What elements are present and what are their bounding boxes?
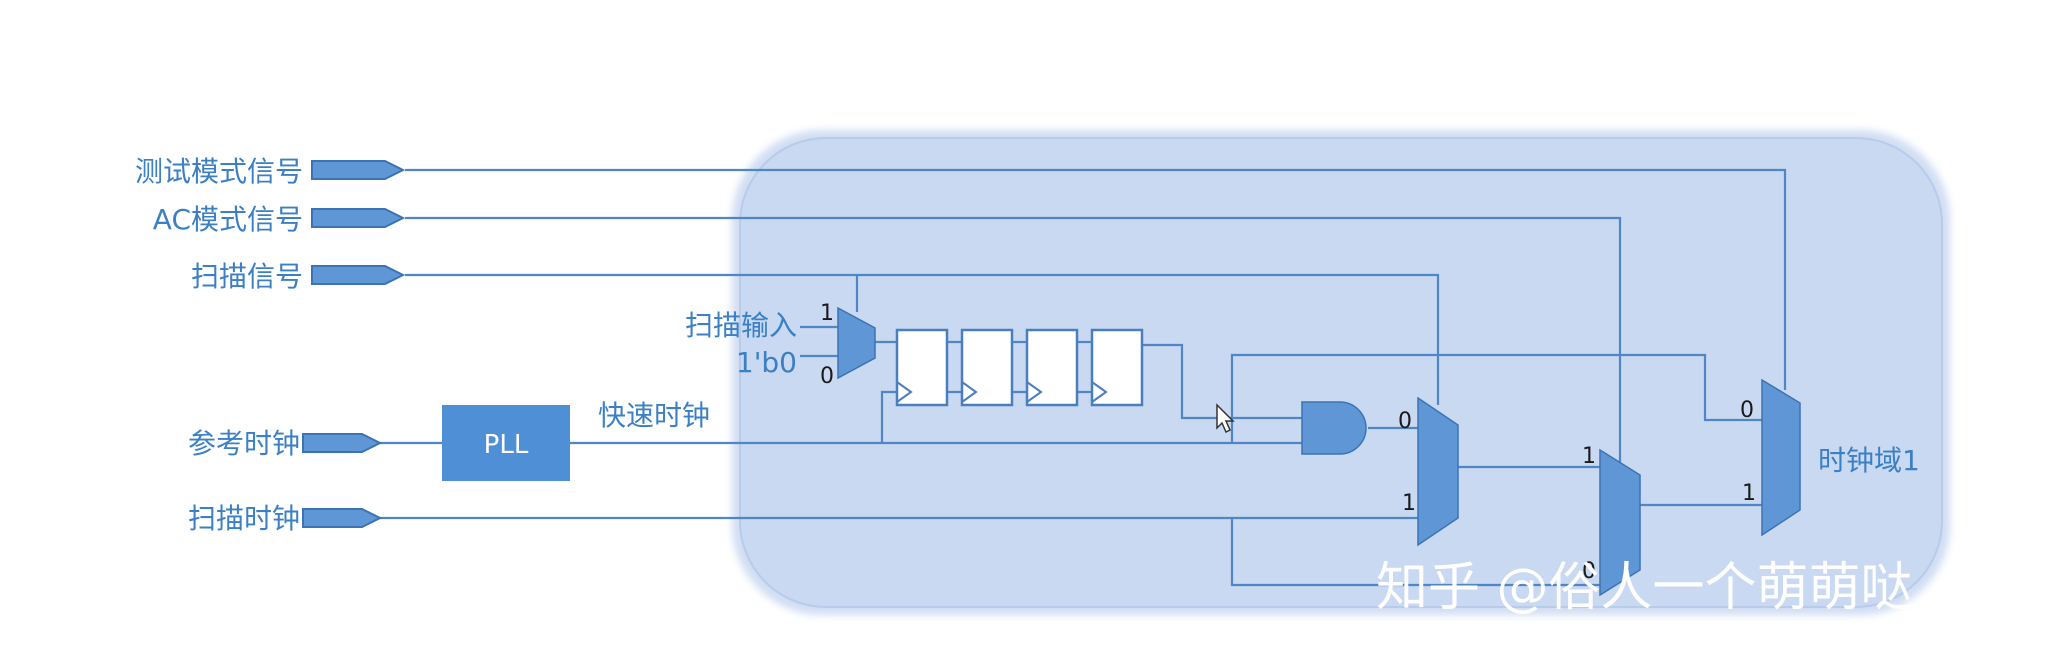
port-scan-clock [302,508,383,528]
label-test-mode: 测试模式信号 [135,155,303,188]
and-gate [1301,401,1367,455]
m2-pin-top: 0 [1398,409,1412,434]
flip-flop-4 [1090,328,1144,407]
flip-flop-2 [960,328,1014,407]
wires [380,168,1787,587]
m3-pin-top: 1 [1582,444,1596,469]
label-fast-clock: 快速时钟 [598,399,710,432]
port-ac-mode [311,208,406,228]
label-scan-enable: 扫描信号 [191,260,303,293]
label-ac-mode: AC模式信号 [153,203,303,236]
pll-label: PLL [484,430,529,460]
mouse-cursor-icon [1216,403,1235,434]
port-test-mode [311,160,406,180]
pll-block [442,405,570,481]
label-ref-clock: 参考时钟 [188,427,300,460]
label-scan-in: 扫描输入 [685,309,797,342]
label-scan-clock: 扫描时钟 [188,502,300,535]
flip-flop-3 [1025,328,1079,407]
m3-pin-bottom: 0 [1582,559,1596,584]
mux-2 [1417,396,1459,547]
m1-pin-bottom: 0 [820,364,834,389]
mux-3 [1599,448,1641,597]
flip-flop-1 [895,328,949,407]
m1-pin-top: 1 [820,301,834,326]
label-const-zero: 1'b0 [736,346,797,379]
m2-pin-bottom: 1 [1402,491,1416,516]
label-output-clock-domain: 时钟域1 [1818,444,1920,477]
m4-pin-top: 0 [1740,398,1754,423]
output-mux [1761,378,1801,537]
port-ref-clock [302,433,383,453]
watermark: 知乎 @俗人一个萌萌哒 [1376,558,1913,618]
flip-flop-chain [895,328,1144,407]
scan-select-mux [837,306,876,380]
port-scan-enable [311,265,406,285]
input-ports [302,160,406,528]
m4-pin-bottom: 1 [1742,481,1756,506]
